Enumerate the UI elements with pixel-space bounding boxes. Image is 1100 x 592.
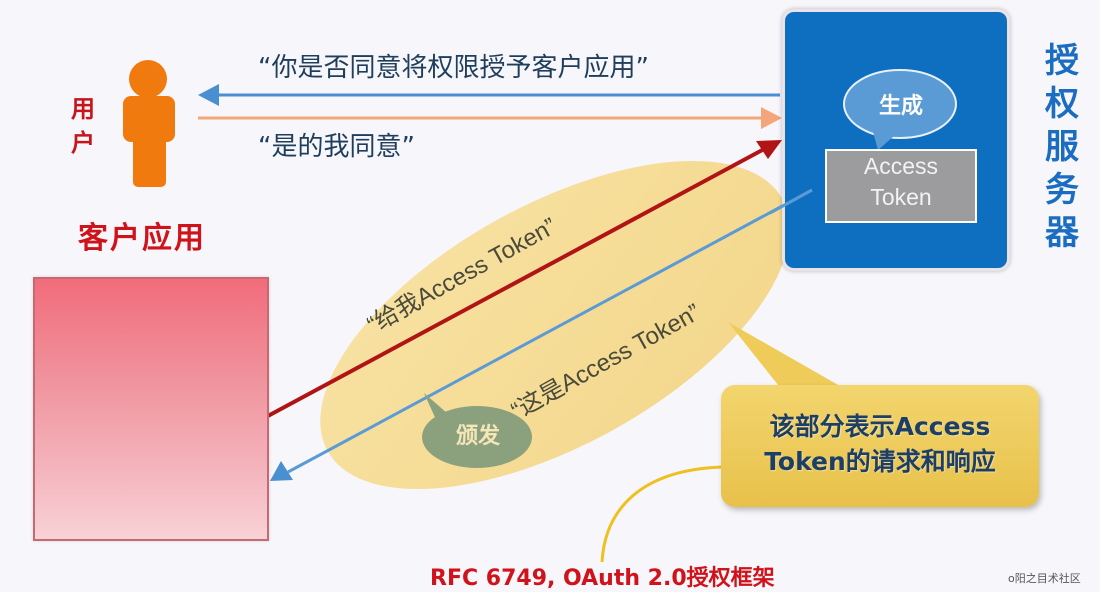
callout-tail xyxy=(728,322,840,400)
token-response-arrow xyxy=(287,188,813,474)
user-label: 用户 xyxy=(71,95,95,157)
issue-label: 颁发 xyxy=(455,424,500,449)
callout-line-1: 该部分表示Access xyxy=(769,412,991,441)
access-token-card: Access Token xyxy=(825,149,977,223)
client-app-box xyxy=(33,277,269,541)
consent-reply-arrowhead xyxy=(761,107,782,129)
explanation-callout-text: 该部分表示Access Token的请求和响应 xyxy=(721,409,1039,479)
token-line-1: Access xyxy=(863,153,939,179)
authorization-server-label: 授权服务器 xyxy=(1045,41,1079,253)
generate-label: 生成 xyxy=(878,94,923,119)
token-line-2: Token xyxy=(870,184,932,210)
token-request-arrow xyxy=(265,146,767,419)
user-person-icon xyxy=(123,60,175,187)
consent-reply-message: “是的我同意” xyxy=(258,132,415,162)
rfc-connector-line xyxy=(600,465,723,563)
token-response-arrowhead xyxy=(270,461,293,481)
rfc-reference-label: RFC 6749, OAuth 2.0授权框架 xyxy=(430,566,775,591)
authorization-server-box xyxy=(782,9,1010,271)
callout-line-2: Token的请求和响应 xyxy=(764,447,996,476)
token-request-arrowhead xyxy=(756,140,782,159)
watermark: o阳之目术社区 xyxy=(1008,572,1081,585)
explanation-callout xyxy=(721,385,1039,507)
client-app-label: 客户应用 xyxy=(78,221,206,256)
issue-speech-bubble xyxy=(422,393,532,468)
consent-request-message: “你是否同意将权限授予客户应用” xyxy=(258,53,649,83)
consent-request-arrowhead xyxy=(198,84,219,106)
